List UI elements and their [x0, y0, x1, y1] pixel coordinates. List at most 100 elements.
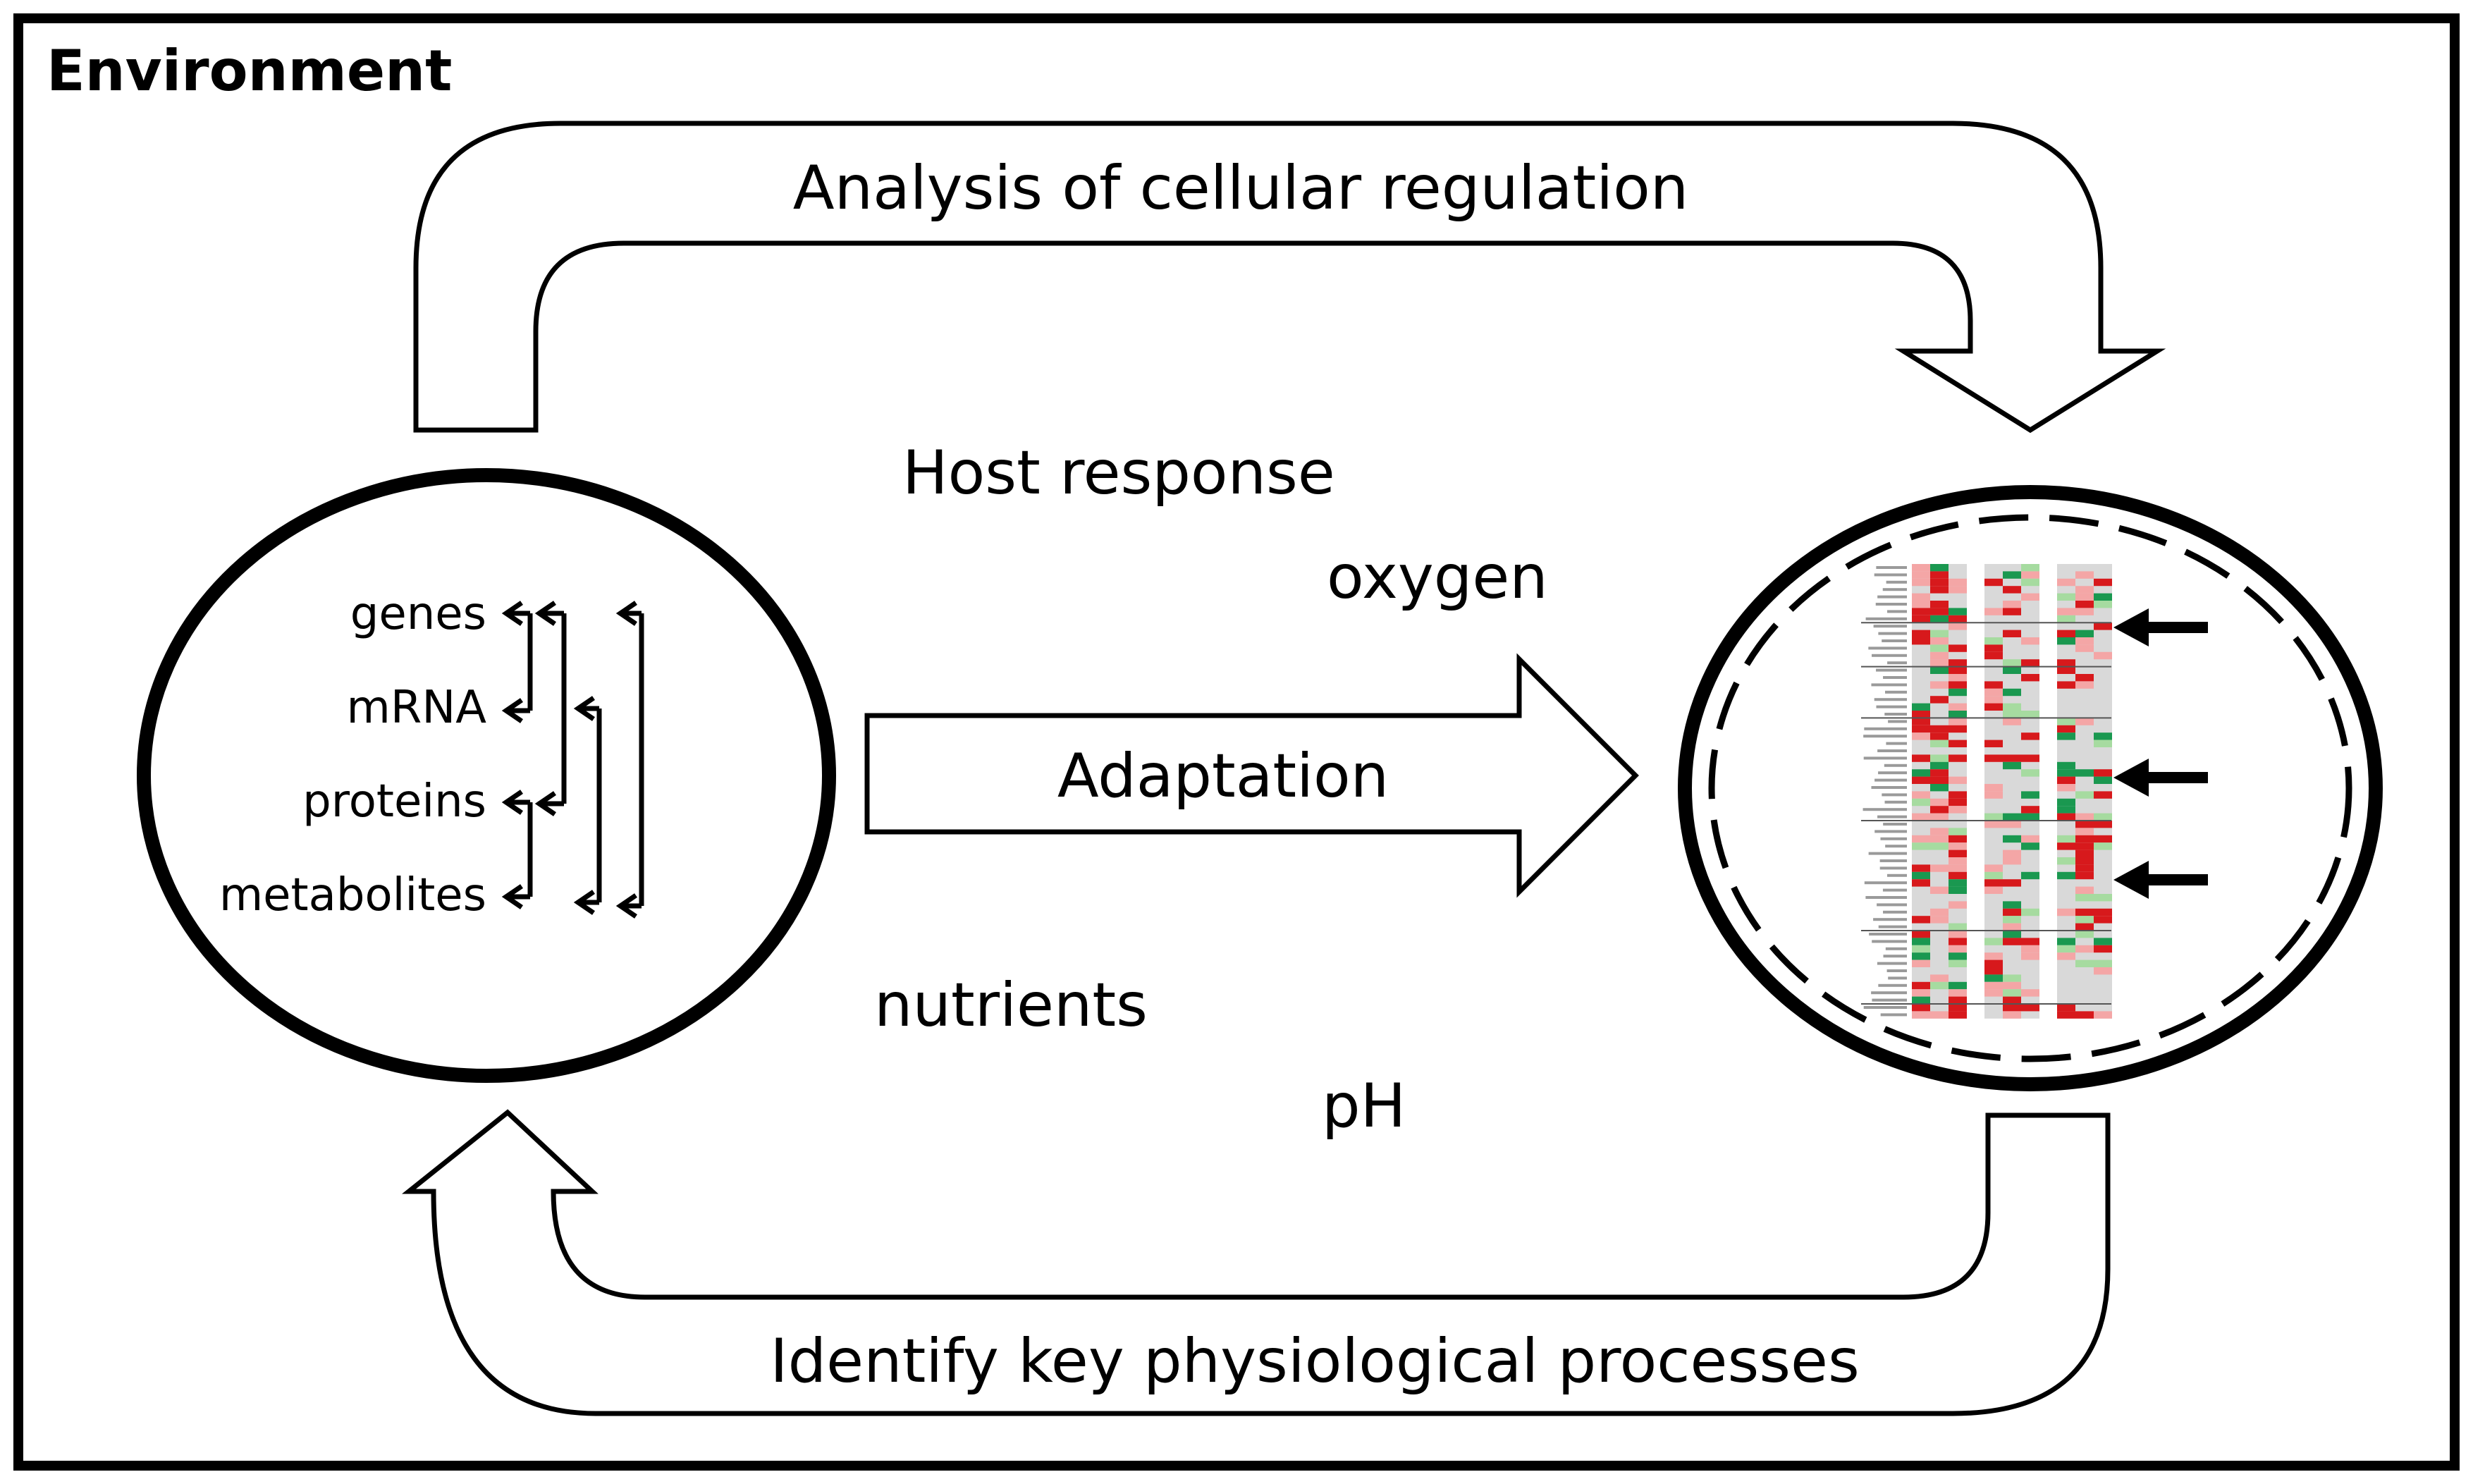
top-feedback-arrow [413, 121, 2166, 434]
heatmap-cell [1912, 952, 1930, 960]
heatmap-cell [1984, 952, 2003, 960]
heatmap-cell [1984, 989, 2003, 997]
heatmap-cell [1984, 703, 2003, 711]
heatmap-cell [1984, 651, 2003, 660]
heatmap-cell [2075, 894, 2094, 902]
highlight-arrow-2 [2113, 759, 2208, 797]
heatmap-cell [2021, 952, 2039, 960]
heatmap-cell [2075, 886, 2094, 894]
heatmap-row-label [1882, 588, 1907, 591]
heatmap-cell [2075, 842, 2094, 850]
heatmap-cell [1949, 850, 1967, 857]
heatmap-cell [1930, 564, 1949, 572]
heatmap-cell [1912, 776, 1930, 784]
heatmap-cell [2021, 989, 2039, 997]
heatmap-cell [2057, 593, 2075, 601]
heatmap-cell [1949, 776, 1967, 784]
heatmap-cell [1912, 571, 1930, 579]
heatmap-cell [1930, 615, 1949, 623]
heatmap-cell [1930, 659, 1949, 667]
heatmap-row-label [1877, 903, 1907, 907]
heatmap-cell [1912, 703, 1930, 711]
heatmap-cell [2021, 806, 2039, 814]
heatmap-cell [2021, 732, 2039, 740]
heatmap-cell [2094, 651, 2112, 660]
omics-proteins-label: proteins [302, 775, 486, 828]
heatmap-row-label [1877, 815, 1907, 818]
heatmap-cell [1912, 732, 1930, 740]
heatmap-cell [1984, 784, 2003, 792]
heatmap-cell [2075, 586, 2094, 594]
factor-nutrients: nutrients [874, 970, 1148, 1041]
heatmap-cell [2057, 761, 2075, 770]
heatmap-cell [2021, 938, 2039, 945]
heatmap-cell [2003, 996, 2021, 1004]
heatmap-cell [1949, 931, 1967, 938]
heatmap-row-label [1886, 873, 1907, 877]
heatmap-cell [2003, 981, 2021, 990]
heatmap-cell [1984, 879, 2003, 887]
heatmap-cell [2057, 798, 2075, 807]
heatmap-cell [1984, 754, 2003, 762]
heatmap-row-label [1865, 896, 1907, 899]
heatmap-cell [2003, 754, 2021, 762]
heatmap-cell [1930, 608, 1949, 615]
heatmap-cell [1912, 879, 1930, 887]
factor-ph: pH [1322, 1071, 1406, 1141]
heatmap-cell [1949, 711, 1967, 718]
heatmap-cell [1930, 586, 1949, 594]
heatmap-cell [2003, 659, 2021, 667]
heatmap-cell [1930, 601, 1949, 608]
heatmap-cell [2021, 871, 2039, 880]
heatmap-cell [1984, 967, 2003, 975]
heatmap-row-label [1872, 940, 1907, 943]
heatmap-cell [1930, 842, 1949, 850]
heatmap-cell [2003, 908, 2021, 916]
heatmap-cell [1930, 630, 1949, 637]
heatmap-cell [2094, 776, 2112, 784]
heatmap-cell [2094, 894, 2112, 902]
heatmap-cell [1912, 578, 1930, 587]
heatmap-cell [2094, 835, 2112, 843]
heatmap-cell [1912, 931, 1930, 938]
heatmap-cell [2003, 711, 2021, 718]
heatmap-cell [2021, 571, 2039, 579]
heatmap-cell [2057, 857, 2075, 865]
heatmap-cell [2003, 608, 2021, 615]
heatmap-cell [2021, 835, 2039, 843]
heatmap-cell [2057, 769, 2075, 777]
heatmap-cell [1930, 696, 1949, 704]
heatmap-cell [1912, 564, 1930, 572]
heatmap-cell [1949, 879, 1967, 887]
heatmap-cell [2057, 945, 2075, 953]
heatmap-row-label [1878, 771, 1907, 775]
heatmap-row-label [1865, 617, 1907, 620]
heatmap-cell [1949, 578, 1967, 587]
heatmap-cell [1949, 608, 1967, 615]
heatmap-cell [1930, 644, 1949, 652]
heatmap-cell [1912, 608, 1930, 615]
heatmap-row-label [1878, 632, 1907, 635]
heatmap-cell [1984, 871, 2003, 880]
heatmap-cell [1912, 945, 1930, 953]
heatmap-cell [1912, 864, 1930, 872]
heatmap-cell [2021, 637, 2039, 645]
heatmap-cell [1984, 608, 2003, 615]
heatmap-cell [1930, 908, 1949, 916]
heatmap-cell [2057, 681, 2075, 689]
heatmap-cell [1930, 813, 1949, 821]
heatmap-cell [1949, 725, 1967, 733]
heatmap-cell [1984, 981, 2003, 990]
heatmap-cell [2094, 769, 2112, 777]
heatmap-cell [1984, 681, 2003, 689]
heatmap-cell [2094, 945, 2112, 953]
heatmap-cell [1984, 821, 2003, 828]
bottom-arrow-label: Identify key physiological processes [770, 1326, 1860, 1397]
heatmap-cell [1949, 1011, 1967, 1019]
heatmap-row-label [1883, 910, 1907, 914]
heatmap-cell [2003, 835, 2021, 843]
heatmap-cell [1912, 981, 1930, 990]
heatmap-row-label [1863, 735, 1907, 738]
regulation-arrows [501, 601, 644, 919]
heatmap-cell [2021, 674, 2039, 682]
